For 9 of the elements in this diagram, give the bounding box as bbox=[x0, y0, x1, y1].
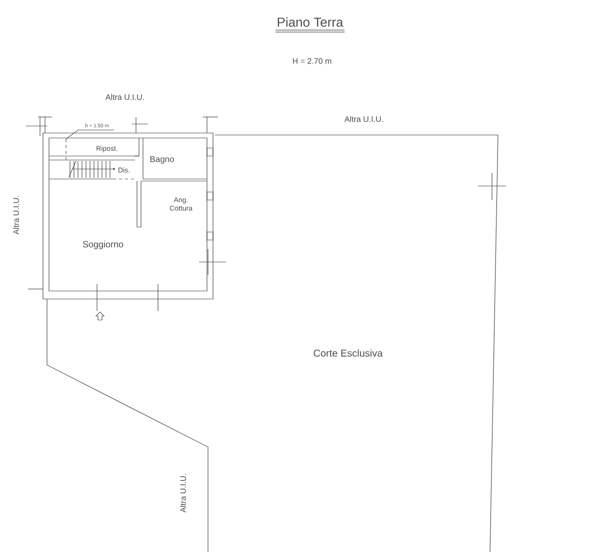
title: Piano Terra bbox=[278, 17, 344, 27]
neighbour-label: Altra U.I.U. bbox=[180, 474, 186, 513]
neighbour-label: Altra U.I.U. bbox=[344, 116, 383, 122]
room-label: Soggiorno bbox=[82, 240, 124, 250]
height-note: H = 2.70 m bbox=[292, 58, 332, 64]
neighbour-label: Altra U.I.U. bbox=[105, 94, 144, 100]
area-label: Corte Esclusiva bbox=[314, 349, 383, 357]
neighbour-label: Altra U.I.U. bbox=[13, 196, 19, 235]
room-label: Bagno bbox=[150, 156, 174, 164]
